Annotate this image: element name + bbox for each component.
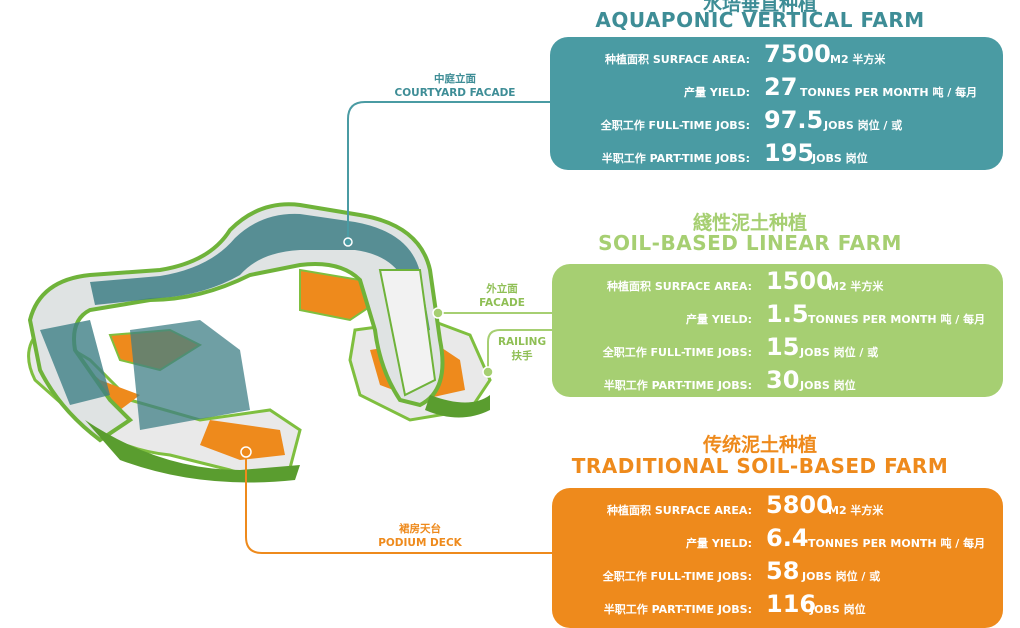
linear-row-yield: 产量 YIELD: 1.5 TONNES PER MONTH 吨 / 每月	[552, 300, 1003, 330]
row-unit: JOBS 岗位 / 或	[824, 119, 903, 132]
linear-row-area: 种植面积 SURFACE AREA: 1500 M2 半方米	[552, 267, 1003, 297]
row-label: 半职工作 PART-TIME JOBS:	[603, 379, 752, 392]
row-label: 产量 YIELD:	[686, 537, 752, 550]
row-value: 58	[766, 557, 800, 585]
aquaponic-row-yield: 产量 YIELD: 27 TONNES PER MONTH 吨 / 每月	[550, 73, 1003, 103]
linear-row-fulltime: 全职工作 FULL-TIME JOBS: 15 JOBS 岗位 / 或	[552, 333, 1003, 363]
podium-cn: 裙房天台	[399, 523, 441, 535]
row-unit: JOBS 岗位	[810, 603, 866, 616]
row-unit: TONNES PER MONTH 吨 / 每月	[808, 537, 986, 550]
facade-callout: 外立面 FACADE	[462, 282, 542, 310]
row-unit: TONNES PER MONTH 吨 / 每月	[800, 86, 978, 99]
traditional-row-parttime: 半职工作 PART-TIME JOBS: 116 JOBS 岗位	[552, 590, 1003, 620]
row-label: 全职工作 FULL-TIME JOBS:	[602, 570, 752, 583]
courtyard-cn: 中庭立面	[434, 73, 476, 85]
railing-cn: 扶手	[511, 350, 533, 362]
row-value: 97.5	[764, 106, 824, 134]
leader-lines	[240, 101, 552, 554]
aquaponic-panel: 种植面积 SURFACE AREA: 7500 M2 半方米 产量 YIELD:…	[550, 37, 1003, 170]
linear-title-cn: 綫性泥土种植	[692, 212, 807, 234]
linear-panel: 种植面积 SURFACE AREA: 1500 M2 半方米 产量 YIELD:…	[552, 264, 1003, 397]
row-label: 半职工作 PART-TIME JOBS:	[603, 603, 752, 616]
traditional-title-en: TRADITIONAL SOIL-BASED FARM	[571, 454, 949, 478]
aquaponic-row-fulltime: 全职工作 FULL-TIME JOBS: 97.5 JOBS 岗位 / 或	[550, 106, 1003, 136]
building-diagram	[27, 101, 552, 554]
railing-en: RAILING	[497, 336, 547, 348]
row-label: 半职工作 PART-TIME JOBS:	[601, 152, 750, 165]
row-unit: M2 半方米	[828, 504, 884, 517]
row-unit: M2 半方米	[828, 280, 884, 293]
linear-row-parttime: 半职工作 PART-TIME JOBS: 30 JOBS 岗位	[552, 366, 1003, 396]
courtyard-en: COURTYARD FACADE	[394, 87, 516, 99]
traditional-row-area: 种植面积 SURFACE AREA: 5800 M2 半方米	[552, 491, 1003, 521]
row-unit: JOBS 岗位	[800, 379, 856, 392]
row-unit: JOBS 岗位 / 或	[802, 570, 881, 583]
facade-cn: 外立面	[486, 283, 518, 295]
aquaponic-title-cn: 水培垂直种植	[702, 0, 817, 15]
row-value: 6.4	[766, 524, 809, 552]
traditional-row-yield: 产量 YIELD: 6.4 TONNES PER MONTH 吨 / 每月	[552, 524, 1003, 554]
facade-en: FACADE	[479, 297, 525, 309]
traditional-panel: 种植面积 SURFACE AREA: 5800 M2 半方米 产量 YIELD:…	[552, 488, 1003, 628]
row-value: 1.5	[766, 300, 809, 328]
linear-title-en: SOIL-BASED LINEAR FARM	[598, 231, 902, 255]
row-value: 27	[764, 73, 798, 101]
row-value: 7500	[764, 40, 831, 68]
row-value: 30	[766, 366, 800, 394]
row-label: 全职工作 FULL-TIME JOBS:	[602, 346, 752, 359]
row-value: 15	[766, 333, 800, 361]
row-value: 5800	[766, 491, 833, 519]
row-unit: JOBS 岗位 / 或	[800, 346, 879, 359]
traditional-title-cn: 传统泥土种植	[702, 434, 817, 456]
row-value: 195	[764, 139, 815, 167]
aquaponic-row-area: 种植面积 SURFACE AREA: 7500 M2 半方米	[550, 40, 1003, 70]
podium-deck-callout: 裙房天台 PODIUM DECK	[360, 522, 480, 550]
row-label: 产量 YIELD:	[686, 313, 752, 326]
railing-callout: RAILING 扶手	[490, 335, 554, 363]
podium-en: PODIUM DECK	[378, 537, 462, 549]
aquaponic-row-parttime: 半职工作 PART-TIME JOBS: 195 JOBS 岗位	[550, 139, 1003, 169]
traditional-row-fulltime: 全职工作 FULL-TIME JOBS: 58 JOBS 岗位 / 或	[552, 557, 1003, 587]
row-label: 种植面积 SURFACE AREA:	[607, 280, 752, 293]
row-label: 产量 YIELD:	[684, 86, 750, 99]
row-label: 种植面积 SURFACE AREA:	[607, 504, 752, 517]
courtyard-facade-callout: 中庭立面 COURTYARD FACADE	[385, 72, 525, 100]
aquaponic-title-en: AQUAPONIC VERTICAL FARM	[595, 8, 925, 32]
row-value: 116	[766, 590, 817, 618]
row-label: 全职工作 FULL-TIME JOBS:	[600, 119, 750, 132]
row-label: 种植面积 SURFACE AREA:	[605, 53, 750, 66]
row-unit: TONNES PER MONTH 吨 / 每月	[808, 313, 986, 326]
row-unit: JOBS 岗位	[812, 152, 868, 165]
row-unit: M2 半方米	[830, 53, 886, 66]
row-value: 1500	[766, 267, 833, 295]
